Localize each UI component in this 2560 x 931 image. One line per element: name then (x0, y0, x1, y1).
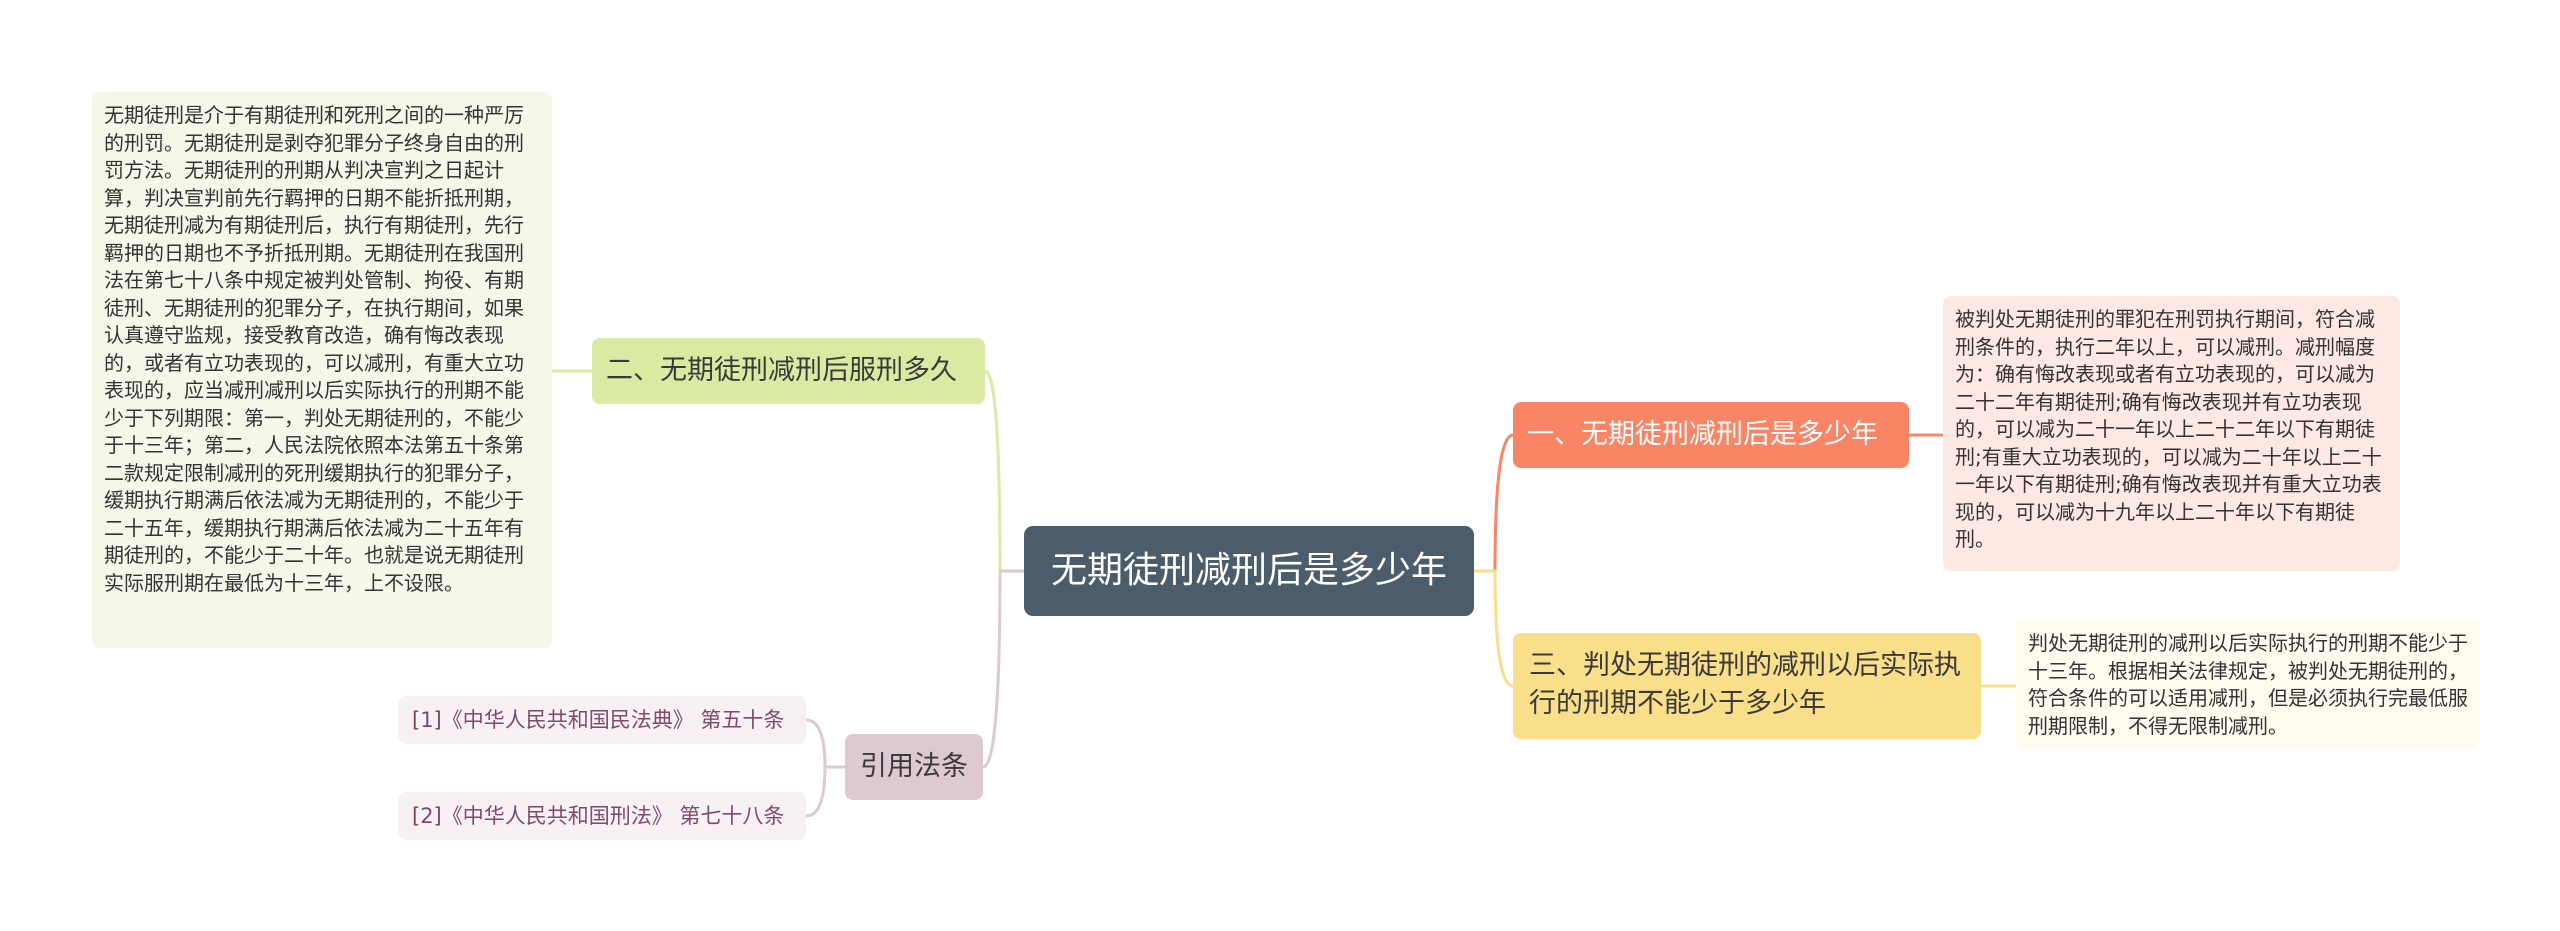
detail-years-after-reduction: 被判处无期徒刑的罪犯在刑罚执行期间，符合减刑条件的，执行二年以上，可以减刑。减刑… (1943, 296, 2400, 571)
link-left2-ref1 (805, 718, 845, 769)
link-central-left2 (982, 569, 1024, 769)
branch-minimum-term[interactable]: 三、判处无期徒刑的减刑以后实际执行的刑期不能少于多少年 (1513, 633, 1981, 739)
central-topic[interactable]: 无期徒刑减刑后是多少年 (1024, 526, 1474, 616)
cited-law-item[interactable]: [2]《中华人民共和国刑法》 第七十八条 (398, 792, 806, 840)
link-central-right1 (1474, 433, 1514, 573)
branch-years-after-reduction[interactable]: 一、无期徒刑减刑后是多少年 (1513, 402, 1909, 468)
branch-sentence-duration[interactable]: 二、无期徒刑减刑后服刑多久 (592, 338, 985, 404)
branch-cited-laws[interactable]: 引用法条 (845, 734, 983, 800)
detail-minimum-term: 判处无期徒刑的减刑以后实际执行的刑期不能少于十三年。根据相关法律规定，被判处无期… (2016, 620, 2480, 750)
link-central-right3 (1474, 569, 1514, 688)
link-central-left1 (984, 369, 1024, 573)
link-left2-ref2 (805, 765, 845, 818)
cited-law-item[interactable]: [1]《中华人民共和国民法典》 第五十条 (398, 696, 806, 744)
detail-sentence-duration: 无期徒刑是介于有期徒刑和死刑之间的一种严厉的刑罚。无期徒刑是剥夺犯罪分子终身自由… (92, 92, 552, 648)
